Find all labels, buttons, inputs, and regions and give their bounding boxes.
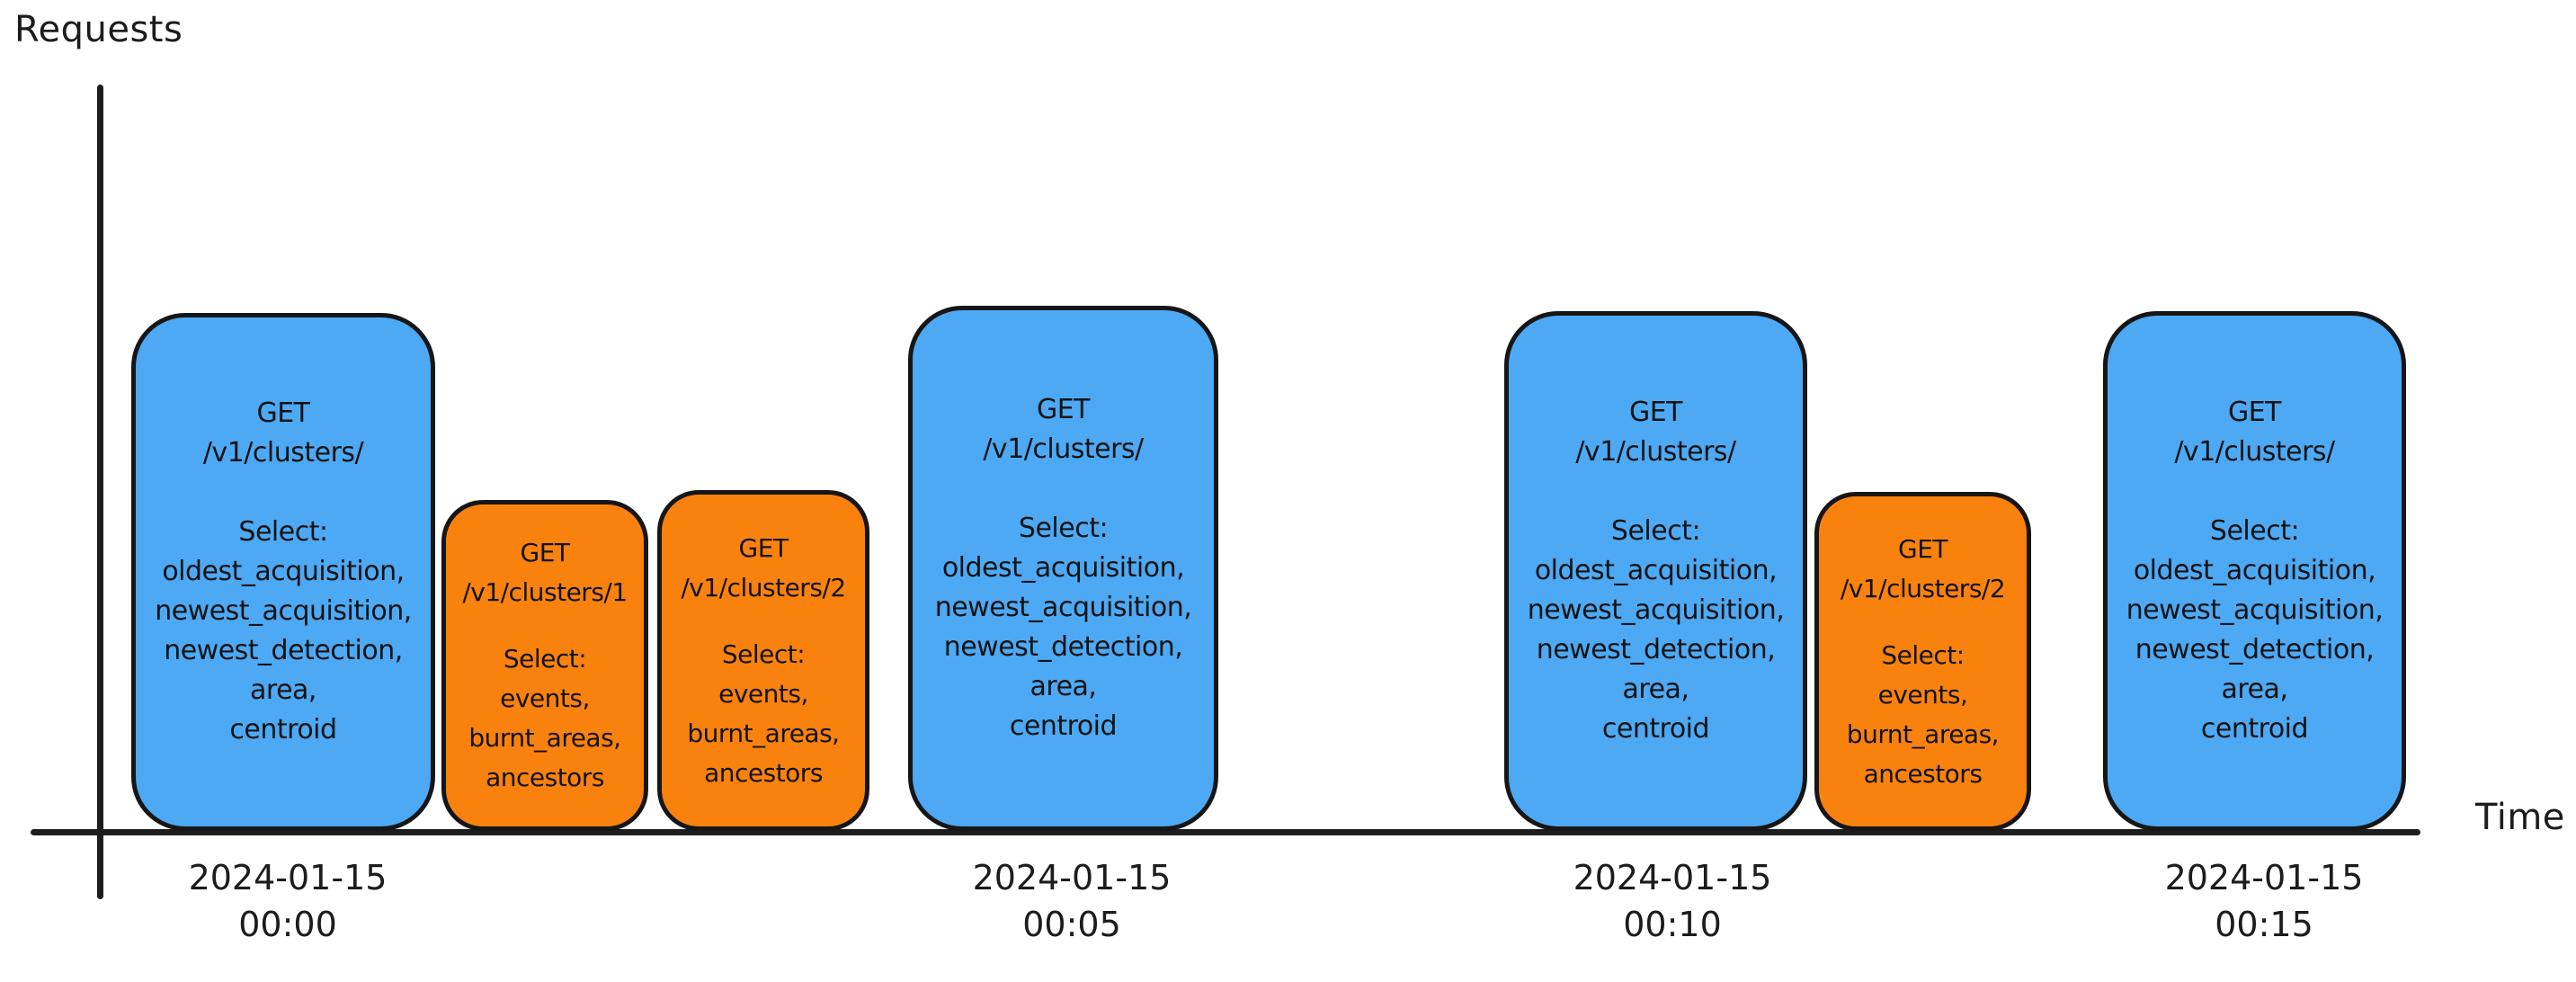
time-tick-label: 2024-01-15 00:00 bbox=[189, 854, 388, 948]
spacer bbox=[662, 608, 865, 635]
select-field: oldest_acquisition, bbox=[2133, 555, 2376, 586]
request-path: /v1/clusters/ bbox=[1575, 436, 1736, 468]
select-label: Select: bbox=[1018, 513, 1109, 544]
select-field: newest_acquisition, bbox=[155, 595, 412, 627]
select-field: newest_acquisition, bbox=[934, 592, 1192, 623]
select-field: centroid bbox=[2200, 713, 2309, 745]
select-label: Select: bbox=[238, 516, 328, 548]
select-field: burnt_areas, bbox=[687, 718, 840, 748]
tick-date: 2024-01-15 bbox=[2164, 858, 2364, 897]
select-field: events, bbox=[1877, 679, 1968, 710]
spacer bbox=[136, 473, 431, 513]
select-label: Select: bbox=[1881, 639, 1965, 670]
request-method: GET bbox=[738, 532, 789, 563]
request-box: GET /v1/clusters/1 Select: events, burnt… bbox=[441, 500, 648, 831]
request-path: /v1/clusters/ bbox=[983, 433, 1144, 465]
select-field: events, bbox=[718, 678, 808, 709]
tick-time: 00:00 bbox=[238, 905, 337, 944]
spacer bbox=[1819, 609, 2027, 636]
time-tick-label: 2024-01-15 00:10 bbox=[1573, 854, 1772, 948]
select-label: Select: bbox=[503, 644, 587, 674]
request-path: /v1/clusters/2 bbox=[1840, 573, 2006, 603]
select-field: newest_detection, bbox=[943, 631, 1183, 663]
request-box: GET /v1/clusters/ Select: oldest_acquisi… bbox=[2103, 311, 2406, 831]
request-path: /v1/clusters/ bbox=[2174, 436, 2335, 468]
request-box: GET /v1/clusters/ Select: oldest_acquisi… bbox=[1504, 311, 1807, 831]
select-label: Select: bbox=[2209, 515, 2300, 547]
select-field: oldest_acquisition, bbox=[1534, 555, 1778, 586]
time-tick-label: 2024-01-15 00:05 bbox=[973, 854, 1172, 948]
y-axis-label: Requests bbox=[14, 9, 183, 50]
select-field: burnt_areas, bbox=[468, 723, 621, 753]
request-box: GET /v1/clusters/2 Select: events, burnt… bbox=[1814, 492, 2031, 831]
x-axis-line bbox=[31, 829, 2420, 835]
select-field: newest_detection, bbox=[1536, 634, 1776, 665]
tick-date: 2024-01-15 bbox=[188, 858, 388, 897]
select-field: area, bbox=[2221, 674, 2288, 705]
select-field: centroid bbox=[1601, 713, 1710, 745]
select-field: oldest_acquisition, bbox=[941, 552, 1185, 584]
request-path: /v1/clusters/2 bbox=[681, 572, 846, 603]
select-field: newest_detection, bbox=[2135, 634, 2375, 665]
request-box: GET /v1/clusters/2 Select: events, burnt… bbox=[657, 490, 869, 831]
request-box: GET /v1/clusters/ Select: oldest_acquisi… bbox=[908, 306, 1218, 831]
select-field: area, bbox=[1030, 671, 1097, 702]
request-method: GET bbox=[256, 397, 310, 429]
select-field: newest_acquisition, bbox=[2126, 594, 2384, 626]
select-field: burnt_areas, bbox=[1846, 719, 2000, 749]
select-label: Select: bbox=[1610, 515, 1701, 547]
request-method: GET bbox=[2227, 397, 2282, 428]
tick-time: 00:05 bbox=[1022, 905, 1121, 944]
select-field: centroid bbox=[229, 714, 337, 745]
request-box: GET /v1/clusters/ Select: oldest_acquisi… bbox=[131, 313, 435, 831]
select-field: area, bbox=[1622, 674, 1689, 705]
select-field: newest_acquisition, bbox=[1527, 594, 1785, 626]
request-method: GET bbox=[1898, 533, 1948, 564]
spacer bbox=[446, 612, 644, 639]
select-field: newest_detection, bbox=[164, 635, 403, 666]
tick-date: 2024-01-15 bbox=[1573, 858, 1772, 897]
request-path: /v1/clusters/1 bbox=[462, 577, 628, 607]
request-path: /v1/clusters/ bbox=[202, 437, 364, 469]
spacer bbox=[2108, 472, 2402, 512]
time-tick-label: 2024-01-15 00:15 bbox=[2165, 854, 2364, 948]
spacer bbox=[913, 469, 1214, 509]
tick-date: 2024-01-15 bbox=[972, 858, 1172, 897]
y-axis-line bbox=[97, 85, 103, 899]
select-label: Select: bbox=[721, 638, 806, 669]
tick-time: 00:10 bbox=[1623, 905, 1722, 944]
select-field: area, bbox=[250, 674, 316, 706]
request-method: GET bbox=[1036, 394, 1091, 425]
spacer bbox=[1509, 472, 1803, 512]
select-field: centroid bbox=[1009, 710, 1118, 742]
x-axis-label: Time bbox=[2475, 797, 2565, 838]
select-field: oldest_acquisition, bbox=[162, 556, 405, 587]
select-field: ancestors bbox=[704, 757, 823, 788]
select-field: events, bbox=[500, 683, 590, 713]
request-method: GET bbox=[1628, 397, 1683, 428]
request-method: GET bbox=[520, 538, 571, 567]
select-field: ancestors bbox=[1863, 758, 1983, 789]
tick-time: 00:15 bbox=[2215, 905, 2313, 944]
select-field: ancestors bbox=[486, 763, 604, 792]
